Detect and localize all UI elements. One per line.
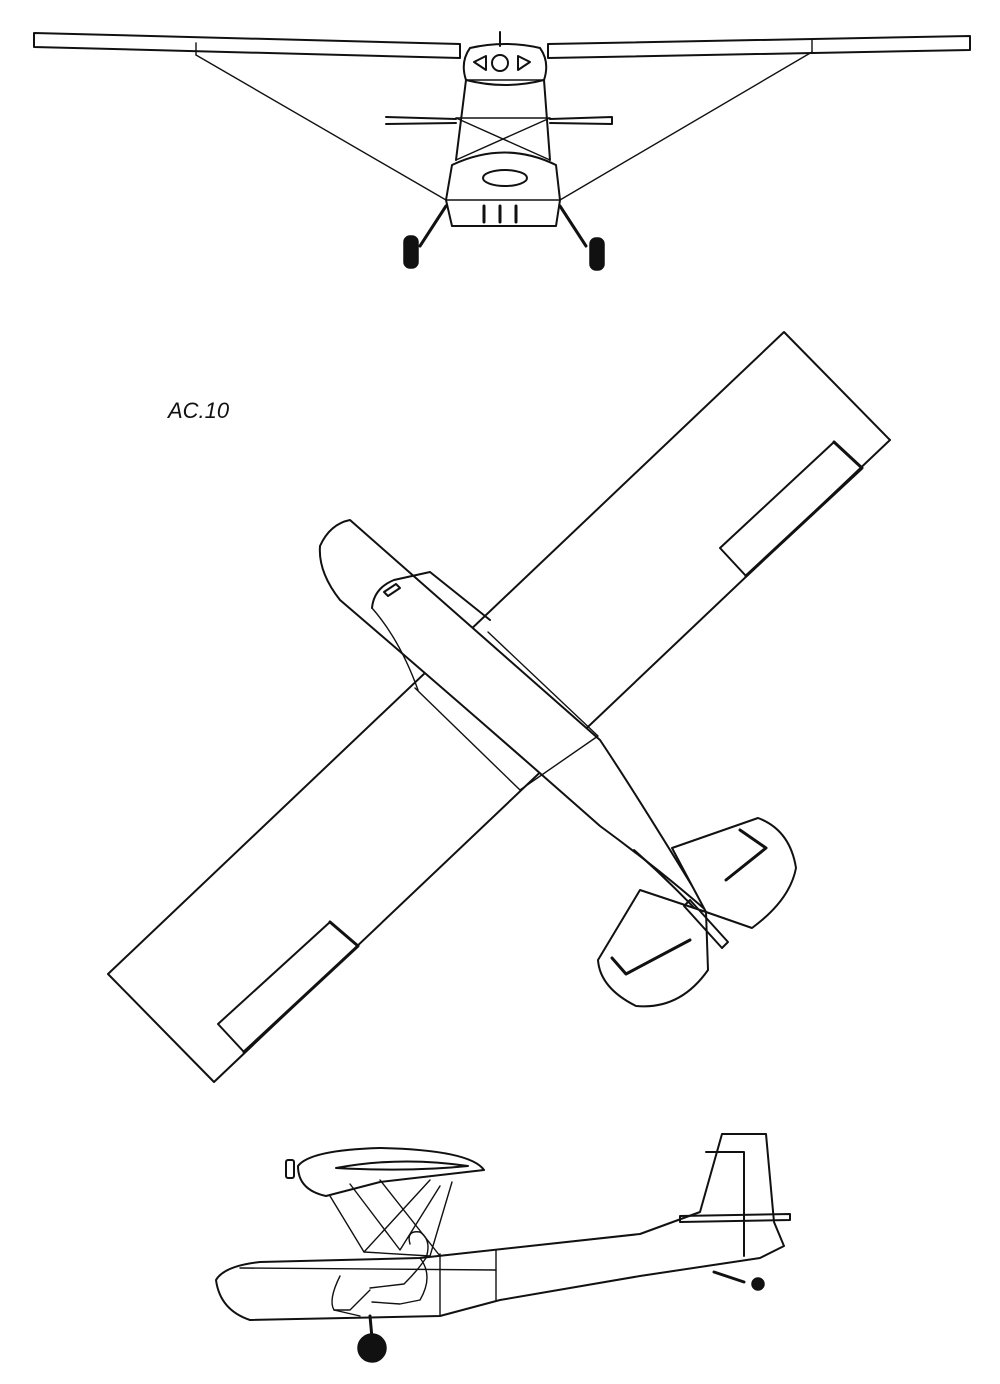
front-struts <box>195 51 813 201</box>
side-pilot <box>331 1231 429 1317</box>
top-view <box>107 331 891 1083</box>
front-fuselage <box>445 151 561 227</box>
front-tailplane <box>385 116 613 125</box>
side-landing-gear <box>357 1270 765 1363</box>
side-wing <box>285 1147 485 1197</box>
front-view <box>33 31 971 271</box>
side-view <box>215 1133 791 1363</box>
front-landing-gear <box>403 204 605 271</box>
side-tail <box>679 1151 791 1257</box>
drawing-label: AC.10 <box>166 398 230 423</box>
side-fuselage <box>215 1133 785 1321</box>
front-pylon <box>455 79 551 161</box>
front-engine-nacelle <box>462 31 548 86</box>
top-tailplane <box>597 817 797 1008</box>
side-struts <box>329 1179 453 1257</box>
front-wing <box>33 32 971 59</box>
